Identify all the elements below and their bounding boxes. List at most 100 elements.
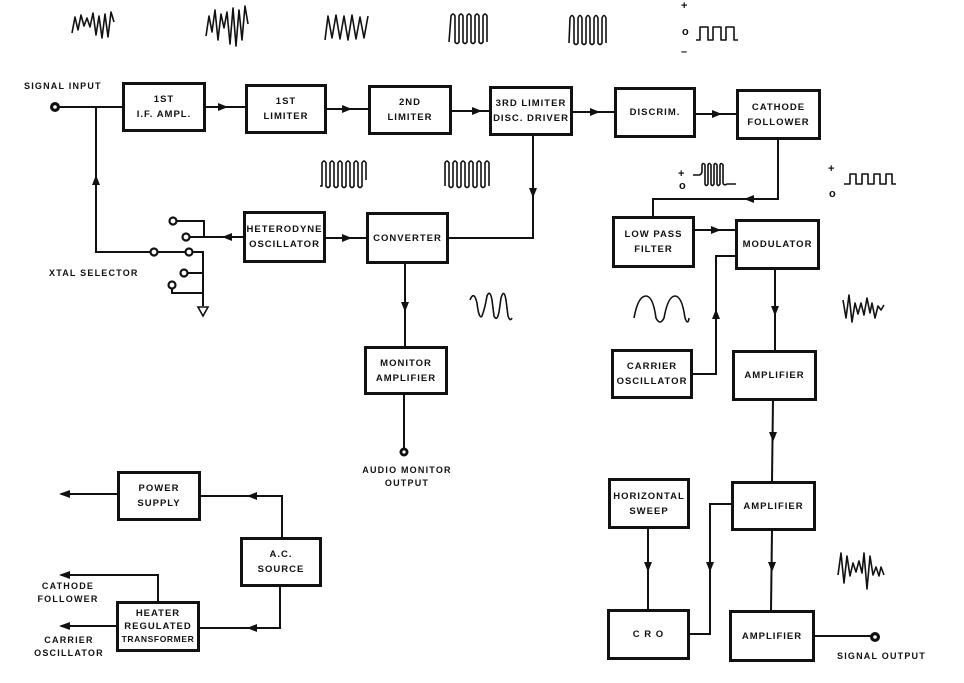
block-label: HORIZONTAL: [613, 490, 685, 502]
label-xtal-selector: XTAL SELECTOR: [49, 268, 139, 278]
block-label: 1ST: [275, 96, 297, 107]
waveform-modulated-2: [837, 552, 885, 590]
block-label: AMPLIFIER: [743, 500, 804, 512]
waveform-audio-sine: [469, 292, 513, 321]
block-label: SWEEP: [629, 505, 669, 517]
waveform-noisy-1: [71, 11, 115, 39]
block-1st-if-ampl: 1ST I.F. AMPL.: [122, 82, 206, 132]
block-cro: C R O: [607, 609, 690, 660]
block-label: AMPLIFIER: [741, 630, 803, 642]
block-amplifier-1: AMPLIFIER: [732, 350, 817, 401]
block-label: LOW PASS: [624, 229, 683, 240]
block-ac-source: A.C. SOURCE: [240, 537, 322, 587]
block-label: MODULATOR: [742, 239, 813, 250]
arrow-conv-mon: [401, 302, 409, 312]
waveform-limited-2: [448, 13, 488, 45]
waveform-noisy-2: [205, 5, 249, 47]
block-label: MONITOR: [380, 357, 432, 369]
arrow-discrim-cf: [712, 110, 722, 118]
label-carrier-oscillator-out: CARRIER OSCILLATOR: [32, 634, 106, 660]
block-label: I.F. AMPL.: [136, 109, 192, 120]
polarity-plus: +: [828, 163, 834, 175]
polarity-zero: o: [829, 188, 836, 200]
block-amplifier-3: AMPLIFIER: [729, 610, 815, 662]
arrow-xtal-up: [92, 175, 100, 185]
block-label: FILTER: [634, 244, 673, 255]
block-horizontal-sweep: HORIZONTAL SWEEP: [608, 478, 690, 529]
block-label: OSCILLATOR: [249, 239, 320, 250]
label-line: CARRIER: [44, 635, 94, 645]
arrow-lim3-discrim: [590, 108, 600, 116]
polarity-zero: o: [679, 180, 686, 192]
label-signal-input: SIGNAL INPUT: [24, 81, 102, 91]
label-signal-output: SIGNAL OUTPUT: [837, 651, 926, 661]
block-label: LIMITER: [387, 112, 433, 123]
arrow-heater-cf: [59, 571, 70, 579]
xtal-contact: [184, 247, 194, 257]
block-label: 3RD LIMITER: [495, 98, 567, 109]
block-label: SUPPLY: [137, 498, 181, 509]
arrow-mod-amp1: [771, 306, 779, 316]
arrow-ac-heater: [247, 624, 257, 632]
label-line: FOLLOWER: [37, 594, 99, 604]
arrow-ifampl-lim1: [218, 103, 228, 111]
xtal-contact: [167, 280, 177, 290]
arrow-lim2-lim3: [472, 107, 482, 115]
waveform-square-lpf-in: [693, 162, 736, 187]
block-label: 2ND: [398, 97, 421, 108]
block-power-supply: POWER SUPPLY: [117, 471, 201, 521]
waveform-limited-3: [568, 14, 607, 46]
label-line: OUTPUT: [384, 478, 430, 488]
arrow-cf-lpf: [744, 195, 754, 203]
block-label: POWER: [138, 483, 180, 494]
arrow-lpf-mod: [711, 226, 721, 234]
waveform-het-osc-2: [444, 160, 490, 189]
block-2nd-limiter: 2ND LIMITER: [368, 85, 452, 135]
arrow-ac-ps: [247, 492, 257, 500]
block-label: DISC. DRIVER: [493, 113, 569, 124]
label-audio-monitor-output: AUDIO MONITOR OUTPUT: [352, 464, 462, 490]
block-label: CARRIER: [626, 361, 678, 372]
block-label: SOURCE: [257, 564, 305, 575]
xtal-contact: [181, 232, 191, 242]
block-label: C R O: [632, 629, 665, 640]
block-1st-limiter: 1ST LIMITER: [245, 84, 327, 134]
block-label: DISCRIM.: [629, 107, 681, 118]
block-converter: CONVERTER: [366, 212, 449, 264]
block-monitor-amplifier: MONITOR AMPLIFIER: [364, 346, 448, 395]
block-label: TRANSFORMER: [121, 634, 195, 644]
block-heater-regulated-transformer: HEATER REGULATED TRANSFORMER: [116, 601, 200, 652]
label-cathode-follower-out: CATHODE FOLLOWER: [36, 580, 100, 606]
arrow-amp2-amp3: [768, 562, 776, 572]
arrow-heater-co: [59, 622, 70, 630]
arrow-lim1-lim2: [342, 105, 352, 113]
polarity-minus: –: [681, 46, 687, 58]
xtal-contact: [149, 247, 159, 257]
arrow-het-to-xtal: [222, 233, 232, 241]
block-3rd-limiter-disc-driver: 3RD LIMITER DISC. DRIVER: [489, 86, 573, 136]
waveform-modulated-1: [842, 294, 885, 323]
label-line: AUDIO MONITOR: [362, 465, 452, 475]
block-label: OSCILLATOR: [616, 376, 688, 387]
block-label: LIMITER: [263, 111, 309, 122]
block-label: HETERODYNE: [246, 224, 323, 235]
block-modulator: MODULATOR: [735, 219, 820, 270]
block-low-pass-filter: LOW PASS FILTER: [612, 216, 695, 268]
waveform-square-disc: [696, 26, 738, 41]
arrow-lim3-down: [529, 188, 537, 198]
block-carrier-oscillator: CARRIER OSCILLATOR: [611, 349, 693, 399]
block-label: FOLLOWER: [747, 116, 810, 128]
xtal-contact: [168, 216, 178, 226]
block-label: CONVERTER: [373, 232, 442, 244]
polarity-zero: o: [682, 26, 689, 38]
block-label: CATHODE: [751, 101, 806, 113]
block-discrim: DISCRIM.: [614, 87, 696, 138]
waveform-limited-1: [324, 14, 369, 41]
waveform-carrier-sine: [633, 295, 690, 323]
arrow-carrier-up: [712, 309, 720, 319]
block-cathode-follower: CATHODE FOLLOWER: [736, 89, 821, 140]
arrow-het-conv: [342, 234, 352, 242]
xtal-contact: [179, 268, 189, 278]
label-line: CATHODE: [41, 581, 95, 591]
